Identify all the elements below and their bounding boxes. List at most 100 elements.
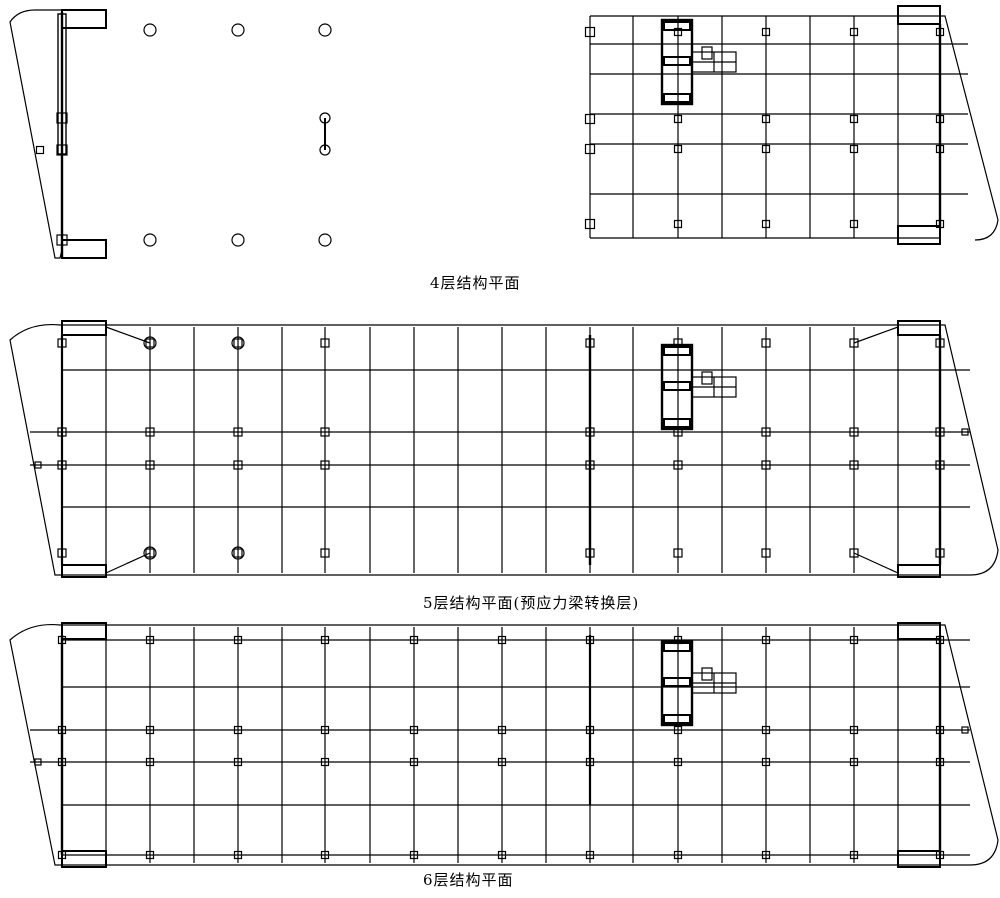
column — [585, 725, 595, 735]
column — [145, 548, 155, 558]
column — [409, 850, 419, 860]
column — [497, 850, 507, 860]
stair-core-frame — [660, 18, 694, 106]
column — [56, 144, 68, 156]
column — [849, 338, 859, 348]
round-column — [318, 23, 332, 37]
floor-6-outline — [9, 623, 999, 866]
column — [585, 338, 595, 348]
column — [849, 757, 859, 767]
column — [673, 219, 683, 229]
column — [320, 850, 330, 860]
column — [145, 757, 155, 767]
column — [57, 338, 67, 348]
column — [320, 427, 330, 437]
column — [935, 27, 945, 37]
column — [145, 427, 155, 437]
column — [57, 757, 67, 767]
column — [935, 338, 945, 348]
stair-core-band — [663, 93, 691, 103]
column — [57, 548, 67, 558]
column — [935, 219, 945, 229]
column — [761, 850, 771, 860]
column — [233, 850, 243, 860]
column — [673, 725, 683, 735]
elevator-box — [701, 371, 713, 385]
floor-5-caption: 5层结构平面(预应力梁转换层) — [423, 594, 640, 612]
column — [233, 460, 243, 470]
column — [673, 548, 683, 558]
column — [673, 27, 683, 37]
column — [849, 725, 859, 735]
floor-4-caption: 4层结构平面 — [430, 274, 521, 292]
column — [935, 725, 945, 735]
column — [57, 850, 67, 860]
column — [761, 144, 771, 154]
column — [34, 758, 42, 766]
column — [761, 725, 771, 735]
column — [409, 725, 419, 735]
column — [849, 427, 859, 437]
column — [320, 757, 330, 767]
end-wall — [897, 5, 941, 25]
floor-6-plan — [9, 622, 999, 868]
brace-line — [105, 552, 151, 574]
elevator-box — [701, 667, 713, 681]
column — [761, 460, 771, 470]
end-wall — [61, 239, 107, 259]
brace-line — [853, 326, 899, 344]
column — [673, 427, 683, 437]
column — [585, 635, 595, 645]
end-wall — [897, 622, 941, 640]
column — [233, 725, 243, 735]
column — [233, 427, 243, 437]
stair-core-band — [663, 677, 691, 687]
column — [497, 725, 507, 735]
column — [935, 635, 945, 645]
column — [761, 635, 771, 645]
column — [849, 850, 859, 860]
round-column — [143, 233, 157, 247]
column — [320, 338, 330, 348]
column — [233, 757, 243, 767]
column — [761, 219, 771, 229]
column — [233, 338, 243, 348]
column — [961, 428, 969, 436]
column — [673, 850, 683, 860]
column — [320, 460, 330, 470]
slanted-edge — [940, 15, 999, 241]
column — [849, 114, 859, 124]
column — [409, 635, 419, 645]
column — [761, 27, 771, 37]
floor-6-caption: 6层结构平面 — [423, 871, 514, 889]
column — [497, 635, 507, 645]
column — [57, 427, 67, 437]
column — [584, 143, 596, 155]
stair-core-band — [663, 642, 691, 652]
stair-core-band — [663, 21, 691, 31]
round-column — [143, 546, 157, 560]
end-wall — [897, 320, 941, 336]
column — [35, 145, 45, 155]
column — [56, 112, 68, 124]
column — [673, 635, 683, 645]
column — [761, 757, 771, 767]
column — [585, 548, 595, 558]
column — [673, 338, 683, 348]
column — [233, 635, 243, 645]
column — [409, 757, 419, 767]
column — [761, 548, 771, 558]
column — [57, 635, 67, 645]
end-wall — [61, 622, 107, 640]
round-column — [231, 233, 245, 247]
column — [233, 548, 243, 558]
stair-core-band — [663, 56, 691, 66]
column — [497, 757, 507, 767]
column — [585, 850, 595, 860]
column — [145, 460, 155, 470]
floor-5-plan — [9, 320, 999, 578]
column — [56, 234, 68, 246]
floor-4-plan — [9, 5, 999, 259]
round-column — [143, 336, 157, 350]
column — [585, 460, 595, 470]
